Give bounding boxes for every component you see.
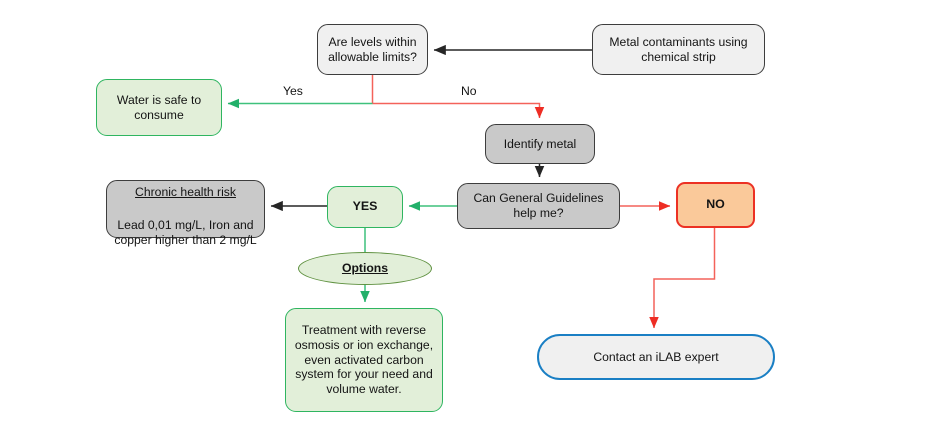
node-chronic-health-risk-title: Chronic health risk xyxy=(135,185,236,200)
node-contact-ilab[interactable]: Contact an iLAB expert xyxy=(537,334,775,380)
node-contact-ilab-label: Contact an iLAB expert xyxy=(593,349,719,364)
node-options-label: Options xyxy=(341,261,389,276)
node-yes-badge-label: YES xyxy=(352,199,378,214)
node-treatment[interactable]: Treatment with reverse osmosis or ion ex… xyxy=(285,308,443,412)
node-chronic-health-risk[interactable]: Chronic health risk Lead 0,01 mg/L, Iron… xyxy=(106,180,265,247)
node-no-badge[interactable]: NO xyxy=(676,182,755,228)
node-metal-contaminants-label: Metal contaminants using chemical strip xyxy=(609,34,748,64)
node-chronic-health-risk-body: Lead 0,01 mg/L, Iron and copper higher t… xyxy=(114,217,257,247)
node-can-guidelines-help-label: Can General Guidelines help me? xyxy=(473,191,604,220)
node-are-levels-within-label: Are levels within allowable limits? xyxy=(328,34,417,64)
node-yes-badge[interactable]: YES xyxy=(327,186,403,228)
node-identify-metal[interactable]: Identify metal xyxy=(485,124,595,164)
node-treatment-label: Treatment with reverse osmosis or ion ex… xyxy=(294,322,434,397)
node-no-badge-label: NO xyxy=(706,197,725,212)
node-water-is-safe-label: Water is safe to consume xyxy=(116,92,202,122)
edge-no-to-identify-metal xyxy=(372,102,545,119)
edge-label-no: No xyxy=(461,84,477,98)
node-metal-contaminants[interactable]: Metal contaminants using chemical strip xyxy=(592,24,765,75)
node-options-ellipse[interactable]: Options xyxy=(298,252,432,285)
edge-no-to-contact-ilab xyxy=(649,228,716,329)
node-can-guidelines-help[interactable]: Can General Guidelines help me? xyxy=(457,183,620,229)
node-identify-metal-label: Identify metal xyxy=(503,136,577,151)
node-water-is-safe[interactable]: Water is safe to consume xyxy=(96,79,222,136)
node-chronic-health-risk-text: Chronic health risk Lead 0,01 mg/L, Iron… xyxy=(107,170,264,247)
edge-label-yes: Yes xyxy=(283,84,303,98)
node-are-levels-within[interactable]: Are levels within allowable limits? xyxy=(317,24,428,75)
